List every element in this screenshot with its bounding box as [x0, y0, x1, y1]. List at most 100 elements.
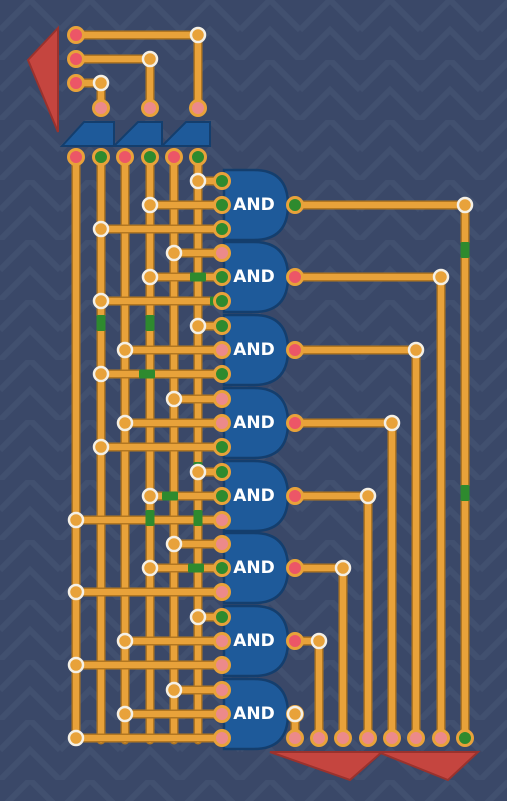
gate-input-pin — [213, 317, 231, 335]
output-terminal-pin — [334, 729, 352, 747]
wire-junction — [165, 244, 183, 262]
wire-junction — [92, 292, 110, 310]
wire-junction — [286, 705, 304, 723]
wire-junction — [116, 705, 134, 723]
gate-output-pin — [286, 559, 304, 577]
input-bus-pin — [92, 148, 110, 166]
wire-junction — [189, 26, 207, 44]
input-bus-pin — [165, 148, 183, 166]
output-terminal-pin — [310, 729, 328, 747]
gate-input-pin — [213, 438, 231, 456]
wire-junction — [383, 414, 401, 432]
and-gate-1 — [222, 168, 290, 242]
wire-junction — [116, 341, 134, 359]
gate-output-pin — [286, 487, 304, 505]
and-gate-8 — [222, 677, 290, 751]
feedback-pin — [67, 50, 85, 68]
gate-input-pin — [213, 268, 231, 286]
gate-input-pin — [213, 172, 231, 190]
wire-junction — [310, 632, 328, 650]
output-terminal-pin — [359, 729, 377, 747]
wire-junction — [407, 341, 425, 359]
input-bus-pin — [189, 148, 207, 166]
wire-junction — [141, 487, 159, 505]
latch-marker — [190, 272, 206, 282]
and-gate-6 — [222, 531, 290, 605]
latch-marker — [145, 510, 155, 526]
wire-junction — [116, 632, 134, 650]
wire-junction — [92, 74, 110, 92]
switch-input-pin — [141, 99, 159, 117]
gate-input-pin — [213, 220, 231, 238]
wire-junction — [189, 463, 207, 481]
wire-junction — [189, 172, 207, 190]
latch-marker — [460, 242, 470, 258]
bottom-arrow-right-icon — [377, 751, 481, 782]
gate-input-pin — [213, 729, 231, 747]
switch-2[interactable] — [111, 121, 163, 147]
input-bus-pin — [141, 148, 159, 166]
gate-input-pin — [213, 632, 231, 650]
wire-junction — [141, 50, 159, 68]
latch-marker — [460, 485, 470, 501]
gate-output-pin — [286, 341, 304, 359]
latch-marker — [96, 315, 106, 331]
latch-marker — [139, 369, 155, 379]
gate-input-pin — [213, 196, 231, 214]
gate-input-pin — [213, 681, 231, 699]
gate-output-pin — [286, 632, 304, 650]
output-terminal-pin — [407, 729, 425, 747]
wire-junction — [116, 414, 134, 432]
wire-junction — [141, 196, 159, 214]
and-gate-5 — [222, 459, 290, 533]
and-gate-2 — [222, 240, 290, 314]
and-gate-3 — [222, 313, 290, 387]
wire-junction — [141, 559, 159, 577]
feedback-pin — [67, 74, 85, 92]
wire-junction — [67, 729, 85, 747]
gate-input-pin — [213, 414, 231, 432]
wire-junction — [189, 317, 207, 335]
gate-input-pin — [213, 341, 231, 359]
gate-input-pin — [213, 559, 231, 577]
output-terminal-pin — [383, 729, 401, 747]
latch-marker — [145, 315, 155, 331]
output-terminal-pin — [432, 729, 450, 747]
wire-junction — [92, 365, 110, 383]
input-switches[interactable] — [59, 121, 211, 147]
gate-output-pin — [286, 268, 304, 286]
gate-input-pin — [213, 487, 231, 505]
switch-input-pin — [92, 99, 110, 117]
switch-1[interactable] — [59, 121, 115, 147]
wire-junction — [334, 559, 352, 577]
output-terminal-pin — [286, 729, 304, 747]
gate-input-pin — [213, 535, 231, 553]
wire-junction — [456, 196, 474, 214]
gate-output-pin — [286, 196, 304, 214]
gate-input-pin — [213, 705, 231, 723]
latch-marker — [193, 510, 203, 526]
gate-input-pin — [213, 292, 231, 310]
switch-input-pin — [189, 99, 207, 117]
gate-input-pin — [213, 365, 231, 383]
switch-3[interactable] — [159, 121, 211, 147]
gate-input-pin — [213, 390, 231, 408]
left-arrow-icon — [26, 25, 59, 133]
bottom-arrow-left-icon — [269, 751, 385, 782]
latch-marker — [188, 563, 204, 573]
pins — [67, 26, 474, 747]
input-bus-pin — [116, 148, 134, 166]
gate-output-pin — [286, 414, 304, 432]
and-gate-4 — [222, 386, 290, 460]
input-bus-pin — [67, 148, 85, 166]
wire-junction — [141, 268, 159, 286]
wire-junction — [189, 608, 207, 626]
gate-input-pin — [213, 608, 231, 626]
wire-junction — [67, 656, 85, 674]
wire-junction — [67, 583, 85, 601]
wire-junction — [165, 681, 183, 699]
gate-input-pin — [213, 583, 231, 601]
wire-junction — [67, 511, 85, 529]
wire-junction — [165, 535, 183, 553]
